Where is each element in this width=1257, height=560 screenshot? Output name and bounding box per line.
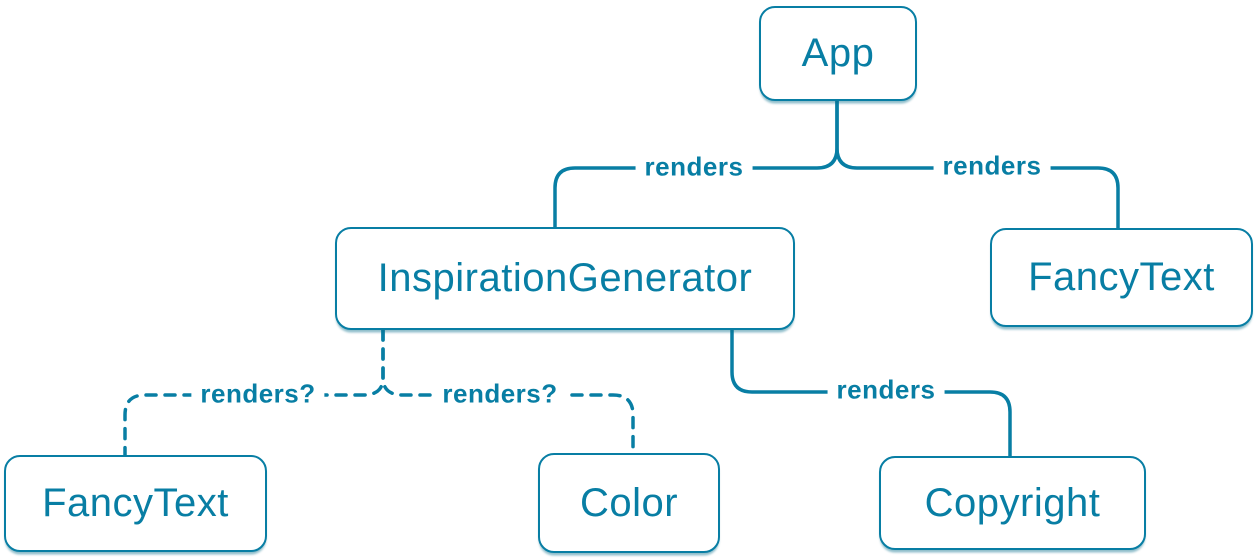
node-fancy-text-bottom-label: FancyText (42, 481, 229, 525)
edge-inspirationgenerator-color-conditional (381, 328, 635, 455)
node-copyright: Copyright (879, 456, 1146, 550)
node-app-label: App (801, 31, 875, 75)
node-copyright-label: Copyright (924, 480, 1101, 525)
node-color: Color (538, 453, 720, 553)
edge-label-renders-conditional: renders? (191, 378, 325, 410)
edge-label-renders-conditional: renders? (433, 378, 567, 410)
node-fancy-text-bottom: FancyText (4, 455, 267, 552)
node-inspiration-generator-label: InspirationGenerator (377, 256, 753, 300)
edge-label-renders: renders (933, 150, 1051, 182)
node-fancy-text-top: FancyText (990, 228, 1253, 327)
edge-label-renders: renders (635, 151, 753, 183)
node-app: App (759, 6, 917, 101)
edge-label-renders: renders (827, 374, 945, 406)
node-inspiration-generator: InspirationGenerator (335, 227, 795, 330)
node-color-label: Color (579, 480, 679, 525)
node-fancy-text-top-label: FancyText (1028, 255, 1215, 299)
